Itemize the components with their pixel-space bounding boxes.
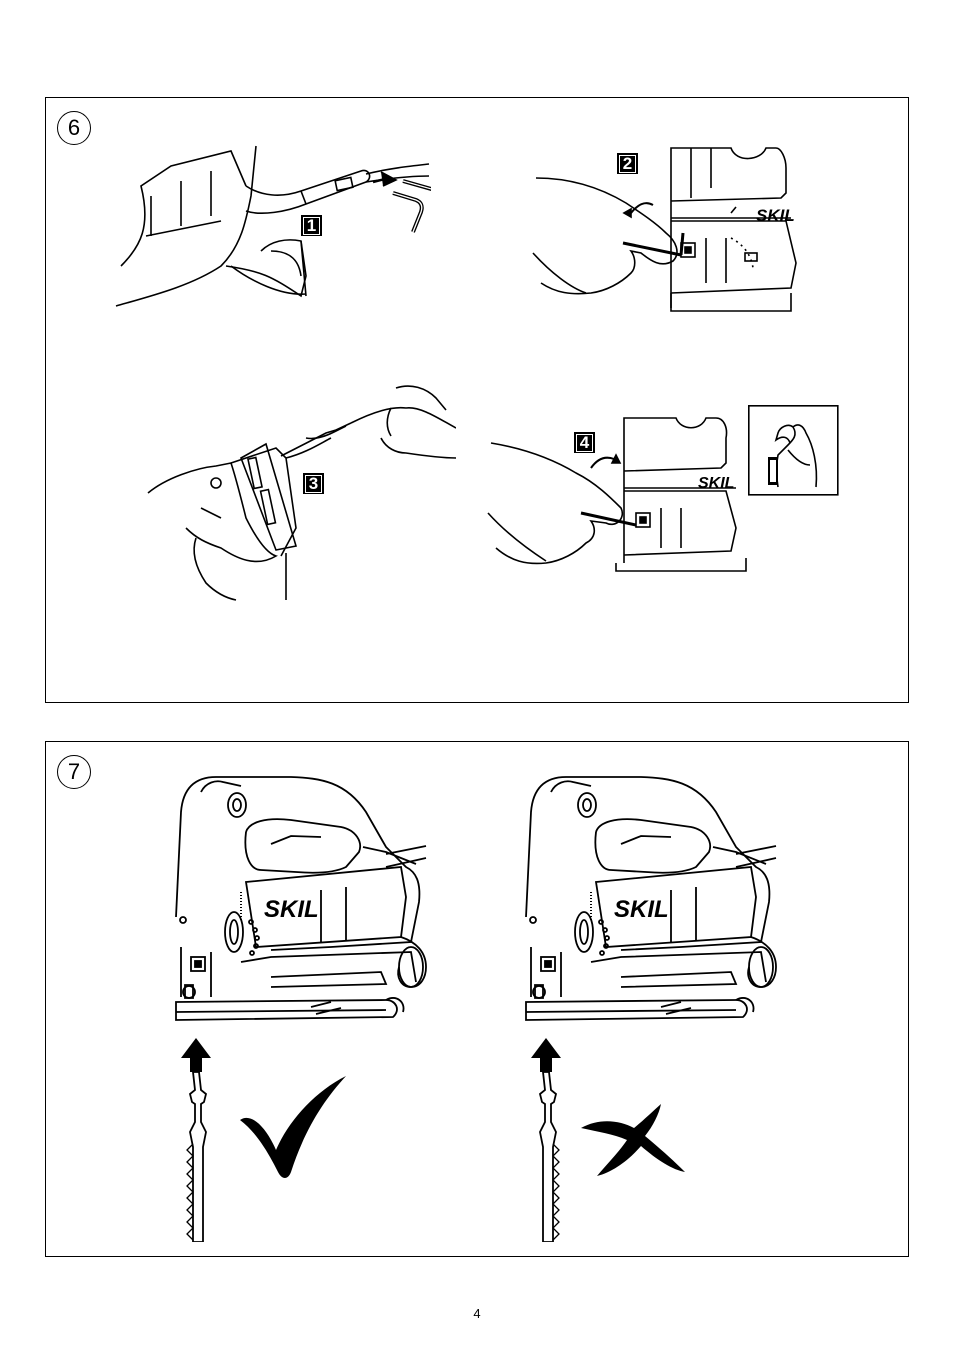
step-badge-4: 4 [574,432,595,453]
illustration-step-3 [146,378,456,603]
correct-check-icon [236,1072,356,1182]
illustration-step-2: SKIL [531,143,821,318]
illustration-step-1 [111,126,431,316]
step-badge-3: 3 [303,473,324,494]
step-badge-1: 1 [301,215,322,236]
figure-number-6: 6 [57,111,91,145]
page-number: 4 [0,1306,954,1321]
skil-logo: SKIL [698,475,734,492]
illustration-step-4: SKIL [486,413,786,573]
skil-logo: SKIL [264,896,319,923]
figure-panel-6: 6 1 SKIL [45,97,909,703]
tighten-firmly-icon [748,405,839,496]
figure-number-7: 7 [57,755,91,789]
hex-key-icon [391,188,431,238]
skil-logo: SKIL [756,206,795,225]
figure-panel-7: 7 SKIL [45,741,909,1257]
wrong-cross-icon [579,1100,689,1180]
step-badge-2: 2 [617,153,638,174]
skil-logo: SKIL [614,896,669,923]
